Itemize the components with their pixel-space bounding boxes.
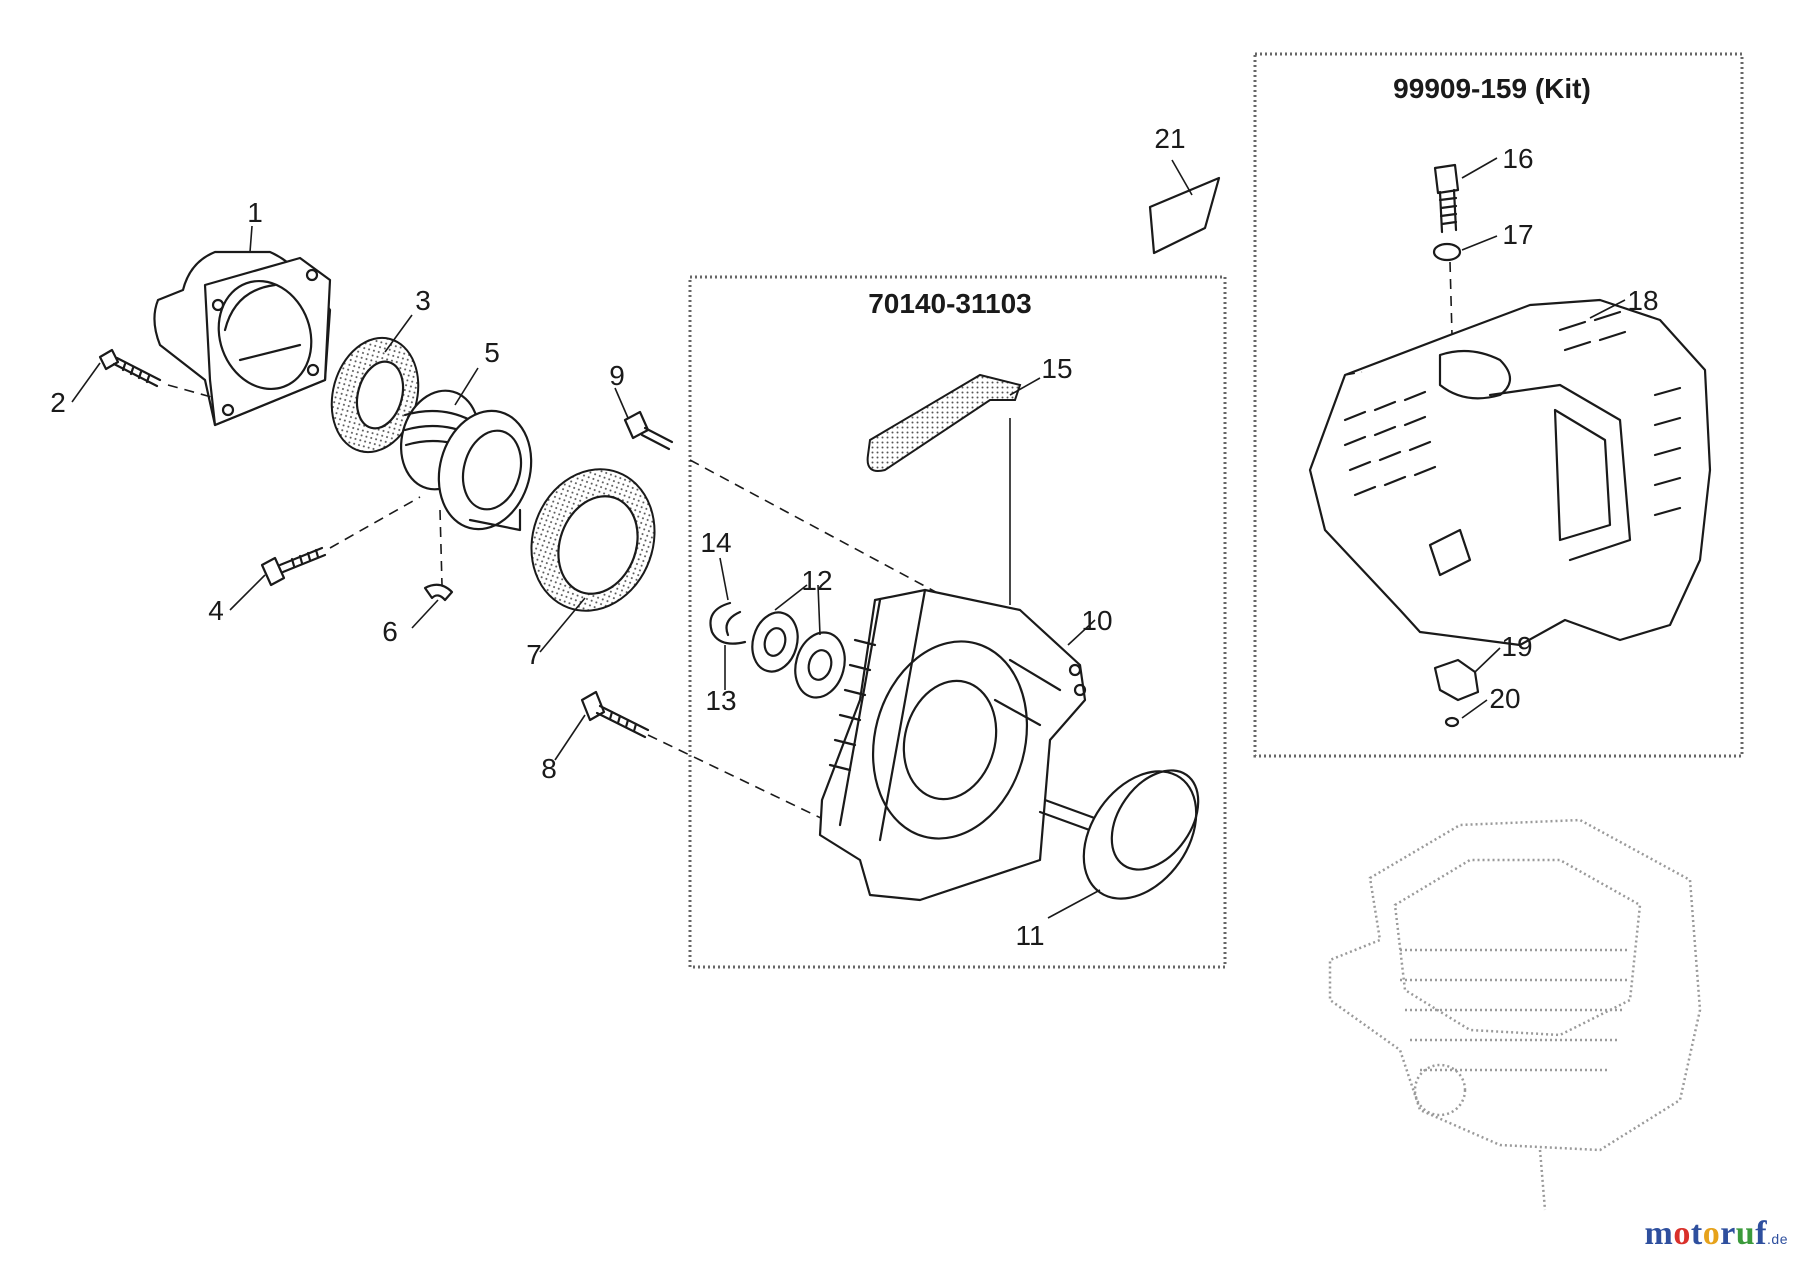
callout-2: 2 [50,387,66,418]
callout-18: 18 [1627,285,1658,316]
callout-14: 14 [700,527,731,558]
part-engine-cover [1308,298,1712,647]
callout-12: 12 [801,565,832,596]
part-clip-6 [423,583,454,602]
callout-8: 8 [541,753,557,784]
part-bolt-4 [260,546,327,587]
callout-17: 17 [1502,219,1533,250]
kit-label-engine-cover: 99909-159 (Kit) [1393,73,1591,104]
callout-numbers: 1 2 3 4 5 6 7 8 9 10 11 12 13 14 15 16 1… [50,123,1658,951]
callout-9: 9 [609,360,625,391]
alignment-line-f [1449,261,1453,336]
alignment-line-b [329,496,421,549]
alignment-line-a [167,384,216,399]
callout-11: 11 [1015,920,1044,951]
part-clutch-shoe [330,336,420,454]
callout-13: 13 [705,685,736,716]
kit-box-starter-case [688,275,1227,969]
callout-10: 10 [1081,605,1112,636]
ghost-engine-outline [1328,818,1702,1211]
part-bolt-2 [98,348,162,388]
site-logo: motoruf.de [1644,1215,1788,1252]
callout-15: 15 [1041,353,1072,384]
callout-19: 19 [1501,631,1532,662]
callout-21: 21 [1154,123,1185,154]
callout-7: 7 [526,639,542,670]
part-bolt-16 [1433,163,1460,234]
callout-5: 5 [484,337,500,368]
part-pulley-drum [1038,769,1200,900]
part-clutch-assembly [399,389,533,532]
alignment-line-e [647,734,826,821]
part-screw-8 [580,690,650,739]
callout-1: 1 [247,197,263,228]
alignment-line-g [1344,371,1363,376]
part-washer [1432,242,1462,262]
part-screw-9 [623,410,674,451]
part-circlip [709,601,747,645]
callout-20: 20 [1489,683,1520,714]
kit-label-starter-case: 70140-31103 [868,288,1032,319]
part-clutch-housing [153,250,332,427]
leader-lines [71,157,1626,919]
alignment-line-d [689,459,961,606]
callout-6: 6 [382,616,398,647]
callout-4: 4 [208,595,224,626]
callout-16: 16 [1502,143,1533,174]
part-nut [1433,658,1480,702]
part-strap [866,373,1022,472]
part-starter-case [818,588,1087,902]
callout-3: 3 [415,285,431,316]
alignment-line-c [439,509,443,586]
part-clutch-ring [530,468,656,612]
kit-box-engine-cover [1253,52,1744,758]
part-small-ring [1444,716,1460,728]
part-decal [1148,176,1221,255]
part-bearings [751,611,846,699]
